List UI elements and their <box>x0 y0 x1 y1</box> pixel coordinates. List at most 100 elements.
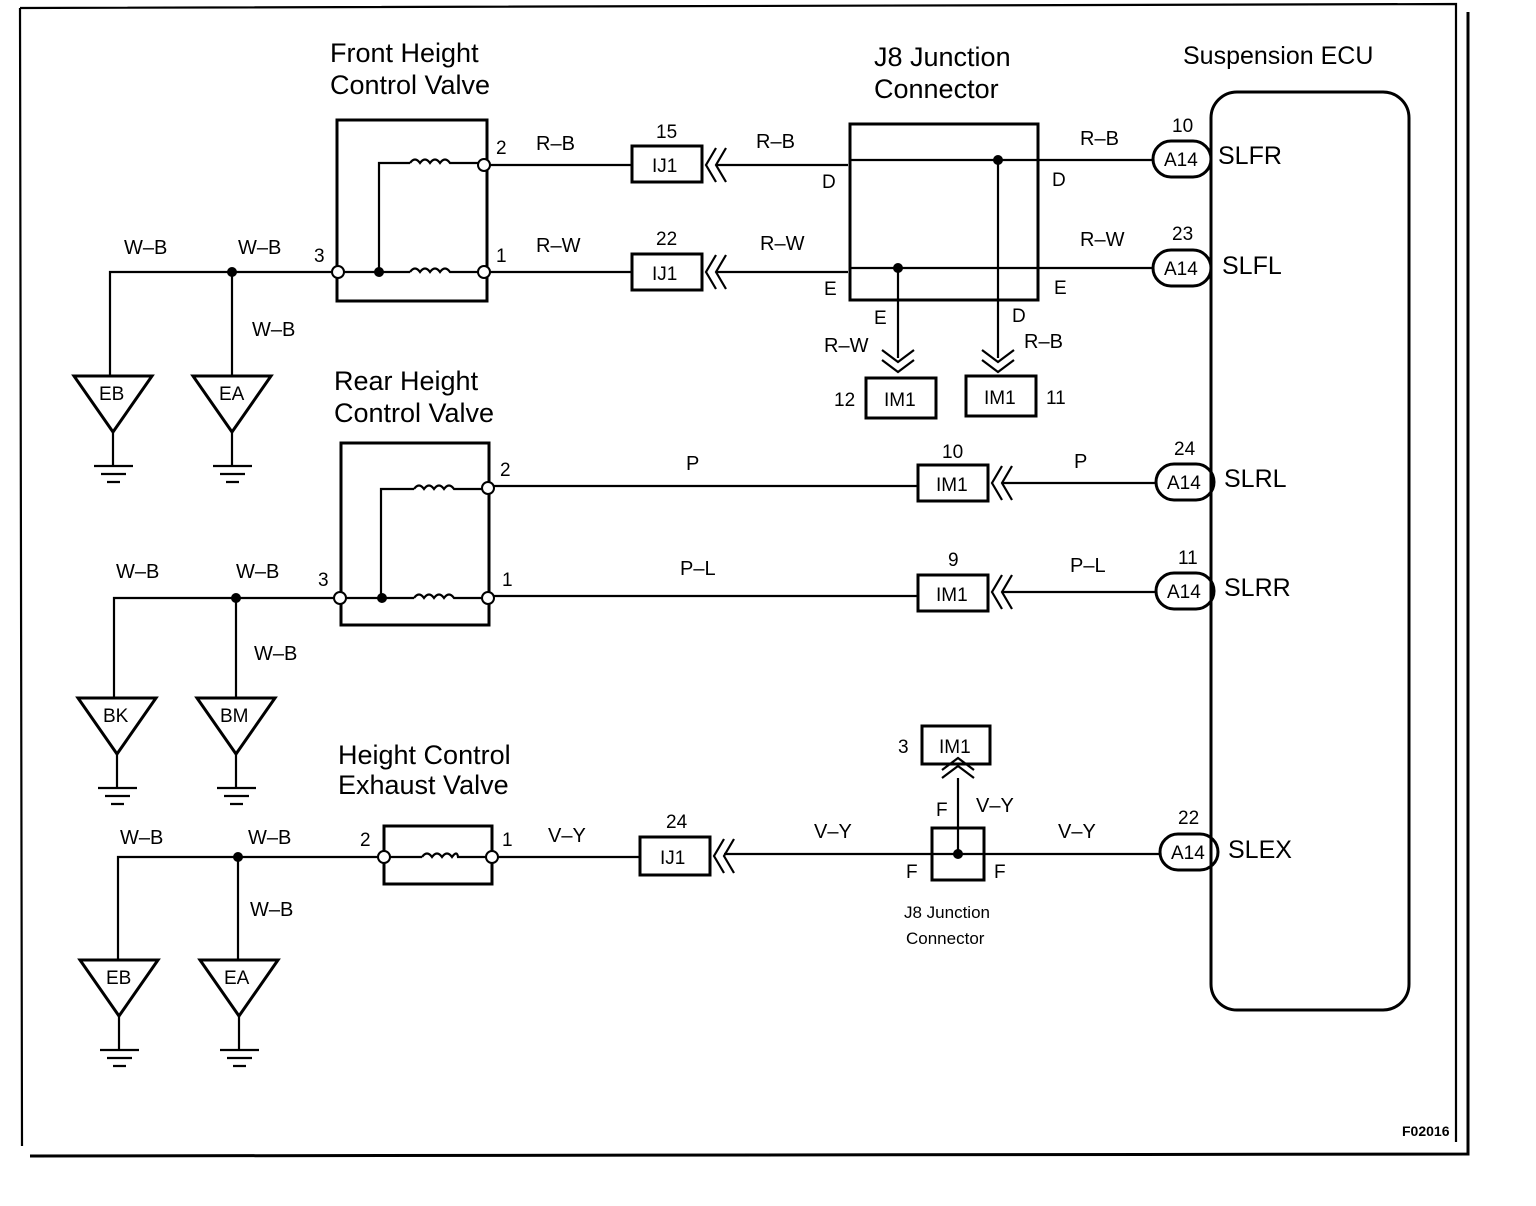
wire-label-wb-7: W–B <box>120 827 163 849</box>
wire-label-rw-2: R–W <box>760 233 805 255</box>
exhaust-valve-pin1 <box>485 850 499 864</box>
j8-top-pin-d-left: D <box>822 172 836 193</box>
im1-label-3: IM1 <box>939 737 971 758</box>
front-valve-box <box>335 118 489 303</box>
figure-id: F02016 <box>1402 1123 1450 1139</box>
a14-pin-22: 22 <box>1178 808 1199 829</box>
exhaust-valve-pin1-label: 1 <box>502 830 513 851</box>
terminal-slfr: SLFR <box>1218 142 1282 170</box>
rear-valve-pin2 <box>481 481 495 495</box>
front-valve-coil-top <box>409 158 452 165</box>
ground-eb-1 <box>71 374 155 484</box>
rear-valve-title-2: Control Valve <box>334 398 494 428</box>
ground-eb-2 <box>77 958 161 1068</box>
j8-bottom-pin-f-right: F <box>994 862 1006 883</box>
front-valve-title-2: Control Valve <box>330 70 490 100</box>
j8-top-node-e <box>893 263 903 273</box>
wire-label-pl-2: P–L <box>1070 555 1106 577</box>
a14-connector-10 <box>1151 139 1213 179</box>
j8-bottom-pin-f-left: F <box>906 862 918 883</box>
a14-connector-22 <box>1158 832 1220 872</box>
wire-label-rb-1: R–B <box>536 133 575 155</box>
page-frame <box>18 2 1458 1147</box>
ij1-label-15: IJ1 <box>652 156 677 177</box>
ij1-pin-22: 22 <box>656 229 677 250</box>
j8-top-pin-d-right: D <box>1052 170 1066 191</box>
wire-label-rw-1: R–W <box>536 235 581 257</box>
ground-bm-label: BM <box>220 706 249 727</box>
im1-connector-9 <box>916 573 990 613</box>
front-ground-node <box>227 267 237 277</box>
wire-label-wb-8: W–B <box>248 827 291 849</box>
im1-11-arrow <box>981 349 1015 374</box>
terminal-slrl: SLRL <box>1224 465 1287 493</box>
a14-pin-24: 24 <box>1174 439 1196 460</box>
ground-bk <box>75 696 159 806</box>
im1-connector-11 <box>964 374 1038 418</box>
ij1-pin-24: 24 <box>666 812 688 833</box>
front-valve-pin1 <box>477 265 491 279</box>
ij1-connector-24 <box>638 835 712 877</box>
wire-label-vy-2: V–Y <box>814 821 852 843</box>
terminal-slrr: SLRR <box>1224 574 1291 602</box>
im1-pin-3: 3 <box>898 737 909 758</box>
j8-top-box <box>848 122 1040 302</box>
front-valve-pin1-label: 1 <box>496 246 507 267</box>
rear-valve-coil-top <box>413 484 456 491</box>
rear-valve-pin1 <box>481 591 495 605</box>
j8-bottom-title-1: J8 Junction <box>904 903 990 922</box>
exhaust-valve-title-2: Exhaust Valve <box>338 770 509 800</box>
rear-valve-pin2-label: 2 <box>500 460 511 481</box>
j8-bottom-node <box>953 849 963 859</box>
rear-valve-coil-bottom <box>413 593 456 600</box>
ground-eb-1-label: EB <box>99 384 124 405</box>
wire-label-wb-6: W–B <box>254 643 297 665</box>
im1-pin-11: 11 <box>1046 388 1066 409</box>
rear-valve-pin3 <box>333 591 347 605</box>
im1-connector-12 <box>864 376 938 420</box>
im1-pin-10: 10 <box>942 442 963 463</box>
exhaust-ground-node <box>233 852 243 862</box>
rear-valve-box <box>339 441 491 627</box>
wire-label-wb-5: W–B <box>236 561 279 583</box>
terminal-slfl: SLFL <box>1222 252 1282 280</box>
rear-ground-node <box>231 593 241 603</box>
rear-valve-pin1-label: 1 <box>502 570 513 591</box>
a14-label-10: A14 <box>1164 150 1198 171</box>
a14-label-11: A14 <box>1167 582 1201 603</box>
a14-pin-23: 23 <box>1172 224 1193 245</box>
rear-valve-pin3-label: 3 <box>318 570 329 591</box>
exhaust-valve-coil <box>421 852 460 859</box>
rear-valve-node <box>377 593 387 603</box>
j8-top-pin-e-left: E <box>824 279 837 300</box>
wire-label-rb-3: R–B <box>1080 128 1119 150</box>
a14-connector-11 <box>1154 571 1216 611</box>
wire-label-wb-3: W–B <box>252 319 295 341</box>
rear-valve-title-1: Rear Height <box>334 366 479 396</box>
exhaust-ground-wires <box>116 855 378 960</box>
a14-connector-24 <box>1154 462 1216 502</box>
ij1-pin-15: 15 <box>656 122 677 143</box>
im1-label-9: IM1 <box>936 585 968 606</box>
j8-top-pin-e-down: E <box>874 308 887 329</box>
ij1-label-24: IJ1 <box>660 848 685 869</box>
front-valve-pin3-label: 3 <box>314 246 325 267</box>
exhaust-valve-box <box>382 824 494 886</box>
front-valve-internal <box>338 161 484 274</box>
j8-top-title-2: Connector <box>874 74 999 104</box>
im1-connector-3 <box>920 724 992 766</box>
wire-label-rw-3: R–W <box>1080 229 1125 251</box>
a14-label-22: A14 <box>1171 843 1205 864</box>
im1-pin-12: 12 <box>834 390 855 411</box>
a14-pin-10: 10 <box>1172 116 1193 137</box>
front-valve-pin2 <box>477 158 491 172</box>
ground-ea-2-label: EA <box>224 968 250 989</box>
j8-top-pin-d-down: D <box>1012 306 1026 327</box>
ecu-title: Suspension ECU <box>1183 42 1373 70</box>
ij1-label-22: IJ1 <box>652 264 677 285</box>
rear-ground-wires <box>112 596 334 698</box>
a14-label-23: A14 <box>1164 259 1198 280</box>
j8-top-title-1: J8 Junction <box>874 42 1011 72</box>
j8-top-internal <box>850 158 1153 358</box>
